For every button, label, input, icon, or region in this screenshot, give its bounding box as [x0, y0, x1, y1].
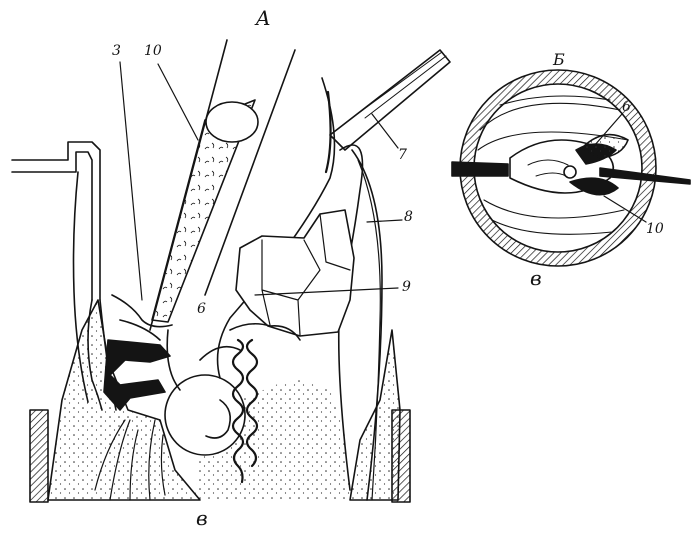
callout-10-inset: 10 — [646, 222, 664, 236]
callout-9: 9 — [402, 280, 411, 294]
callout-10-top: 10 — [144, 44, 162, 58]
callout-6-inset: 6 — [622, 100, 631, 114]
inset-central-dot — [564, 166, 576, 178]
leader-8 — [367, 220, 402, 222]
panel-b-label: Б — [553, 52, 565, 68]
leader-3 — [120, 62, 142, 300]
mucosa-fold-2 — [120, 320, 160, 340]
instrument-7 — [330, 50, 450, 150]
suction-tube-horizontal-inner — [12, 152, 92, 300]
inset-bar-left — [452, 162, 508, 176]
left-retractor-block — [30, 410, 48, 502]
panel-a-bottom-label: в — [196, 508, 208, 528]
flap-inner — [326, 92, 331, 172]
instrument-10-cap — [206, 102, 258, 142]
leader-10 — [158, 64, 198, 140]
suction-tube-horizontal — [12, 142, 100, 300]
callout-8: 8 — [404, 210, 413, 224]
callout-3: 3 — [112, 44, 121, 58]
right-retractor-block — [392, 410, 410, 502]
polygonal-mass-9 — [236, 210, 354, 336]
panel-b-bottom-label: в — [530, 268, 542, 288]
leader-7 — [372, 114, 398, 148]
callout-7: 7 — [398, 148, 407, 162]
callout-6-main: 6 — [197, 302, 206, 316]
panel-a-label: A — [256, 8, 270, 28]
